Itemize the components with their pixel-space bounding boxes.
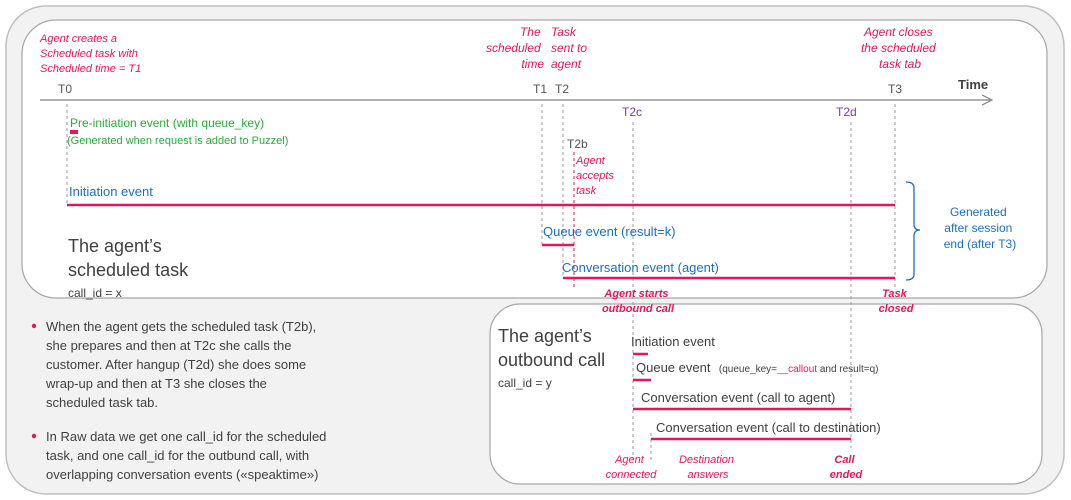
scheduled-task-call-id: call_id = x [68,286,122,300]
outbound-title-line2: outbound call [498,350,605,370]
marker-t2: T2 [555,82,569,96]
scheduled-task-title-line2: scheduled task [68,260,189,280]
scheduled-task-title-line1: The agent’s [68,236,162,256]
annotation-t3: Agent closes the scheduled task tab [861,25,939,71]
outbound-call-panel [489,303,1043,485]
time-axis-arrow [981,94,994,106]
annotation-agent-starts-call: Agent starts outbound call [602,288,675,315]
outbound-call-id: call_id = y [498,376,552,390]
outbound-title-line1: The agent’s [498,326,592,346]
bullet-marker-1 [31,323,37,329]
annotation-agent-connected: Agent connected [606,454,658,481]
time-axis-label: Time [958,77,988,92]
bullet-1: When the agent gets the scheduled task (… [45,319,320,410]
annotation-t1: The scheduled time [486,25,544,71]
annotation-t0: Agent creates a Scheduled task with Sche… [39,33,141,75]
annotation-t2: Task sent to agent [551,25,590,71]
outbound-queue-label: Queue event (queue_key=__callout and res… [636,359,878,376]
annotation-call-ended: Call ended [830,454,863,481]
marker-t1: T1 [533,82,547,96]
outbound-conversation-agent-label: Conversation event (call to agent) [641,390,835,405]
scheduled-task-panel [21,19,1048,299]
marker-t3: T3 [888,82,902,96]
pre-initiation-marker [70,130,78,134]
annotation-t2b: Agent accepts task [575,155,617,197]
queue-event-label: Queue event (result=k) [543,224,676,239]
annotation-task-closed: Task closed [879,288,914,315]
generated-brace [905,181,921,281]
bullet-marker-2 [31,433,37,439]
outbound-conversation-destination-label: Conversation event (call to destination) [656,420,881,435]
marker-t2b: T2b [567,137,588,151]
pre-initiation-note: (Generated when request is added to Puzz… [67,135,288,147]
annotation-destination-answers: Destination answers [679,454,737,481]
marker-t2c: T2c [622,105,642,119]
initiation-event-label: Initiation event [69,184,153,199]
generated-note: Generated after session end (after T3) [944,205,1016,251]
marker-t0: T0 [58,82,72,96]
marker-t2d: T2d [836,105,857,119]
outbound-initiation-label: Initiation event [631,334,715,349]
bullet-2: In Raw data we get one call_id for the s… [46,429,330,482]
conversation-event-label: Conversation event (agent) [562,260,719,275]
pre-initiation-label: Pre-initiation event (with queue_key) [70,116,264,130]
